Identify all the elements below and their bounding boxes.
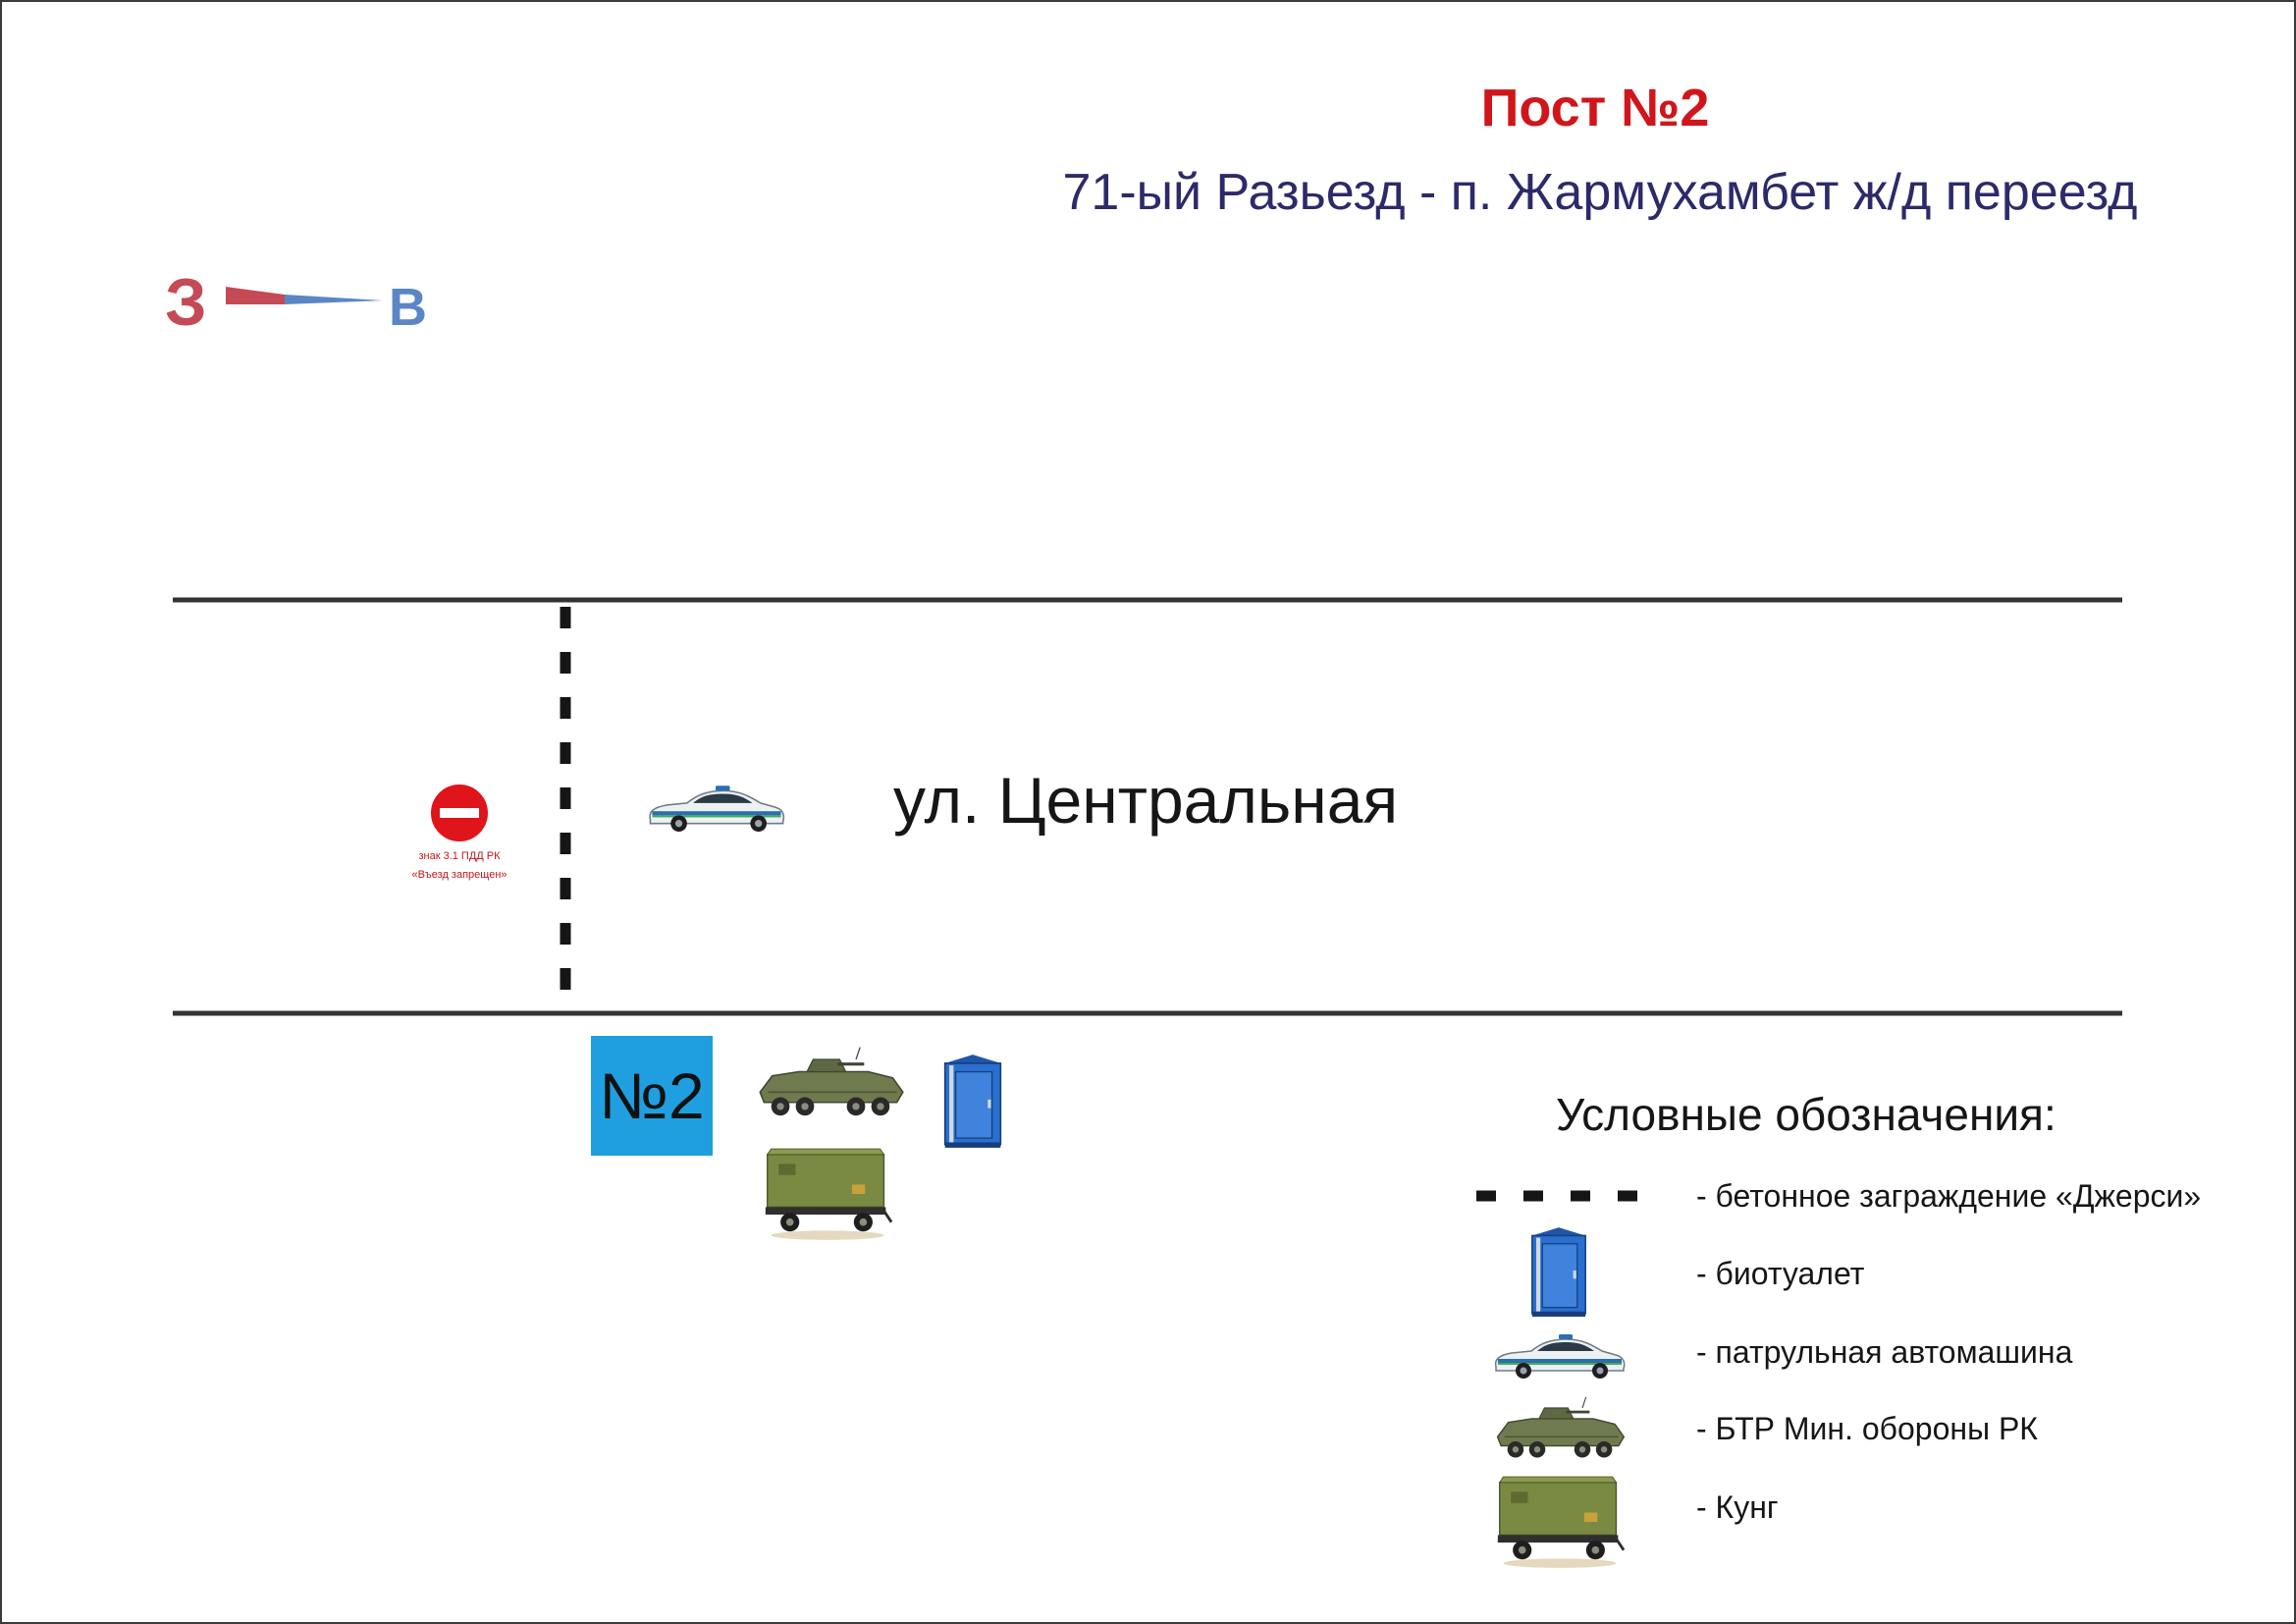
legend-item-bio-toilet: - биотуалет	[1696, 1256, 1865, 1291]
sign-caption-line2: «Въезд запрещен»	[411, 869, 507, 881]
bio-toilet-icon	[940, 1053, 1005, 1149]
legend-jersey-barrier-icon	[1476, 1190, 1661, 1202]
compass-needle-icon	[226, 287, 383, 304]
legend-item-kung: - Кунг	[1696, 1489, 1779, 1525]
page-title: Пост №2	[1480, 79, 1710, 137]
legend-item-jersey-barrier: - бетонное заграждение «Джерси»	[1696, 1178, 2202, 1214]
apc-icon	[754, 1045, 907, 1123]
legend-bio-toilet-icon	[1527, 1225, 1590, 1318]
no-entry-sign: знак 3.1 ПДД РК «Въезд запрещен»	[398, 782, 521, 882]
street-name: ул. Центральная	[893, 764, 1399, 837]
compass: З В	[165, 263, 450, 342]
sign-caption-line1: знак 3.1 ПДД РК	[418, 850, 501, 862]
legend-apc-icon	[1492, 1394, 1628, 1465]
no-entry-sign-icon	[429, 783, 490, 843]
patrol-car-icon	[644, 781, 787, 832]
kung-trailer-icon	[762, 1147, 893, 1241]
legend-item-patrol-car: - патрульная автомашина	[1696, 1334, 2073, 1370]
legend-kung-trailer-icon	[1494, 1475, 1626, 1569]
compass-west-label: З	[165, 265, 207, 340]
post-badge: №2	[591, 1036, 713, 1156]
legend-patrol-car-icon	[1490, 1327, 1628, 1380]
legend-title: Условные обозначения:	[1556, 1089, 2056, 1140]
legend-item-apc: - БТР Мин. обороны РК	[1696, 1411, 2038, 1446]
compass-east-label: В	[389, 278, 427, 337]
page-subtitle: 71-ый Разьезд - п. Жармухамбет ж/д перее…	[1062, 164, 2138, 221]
